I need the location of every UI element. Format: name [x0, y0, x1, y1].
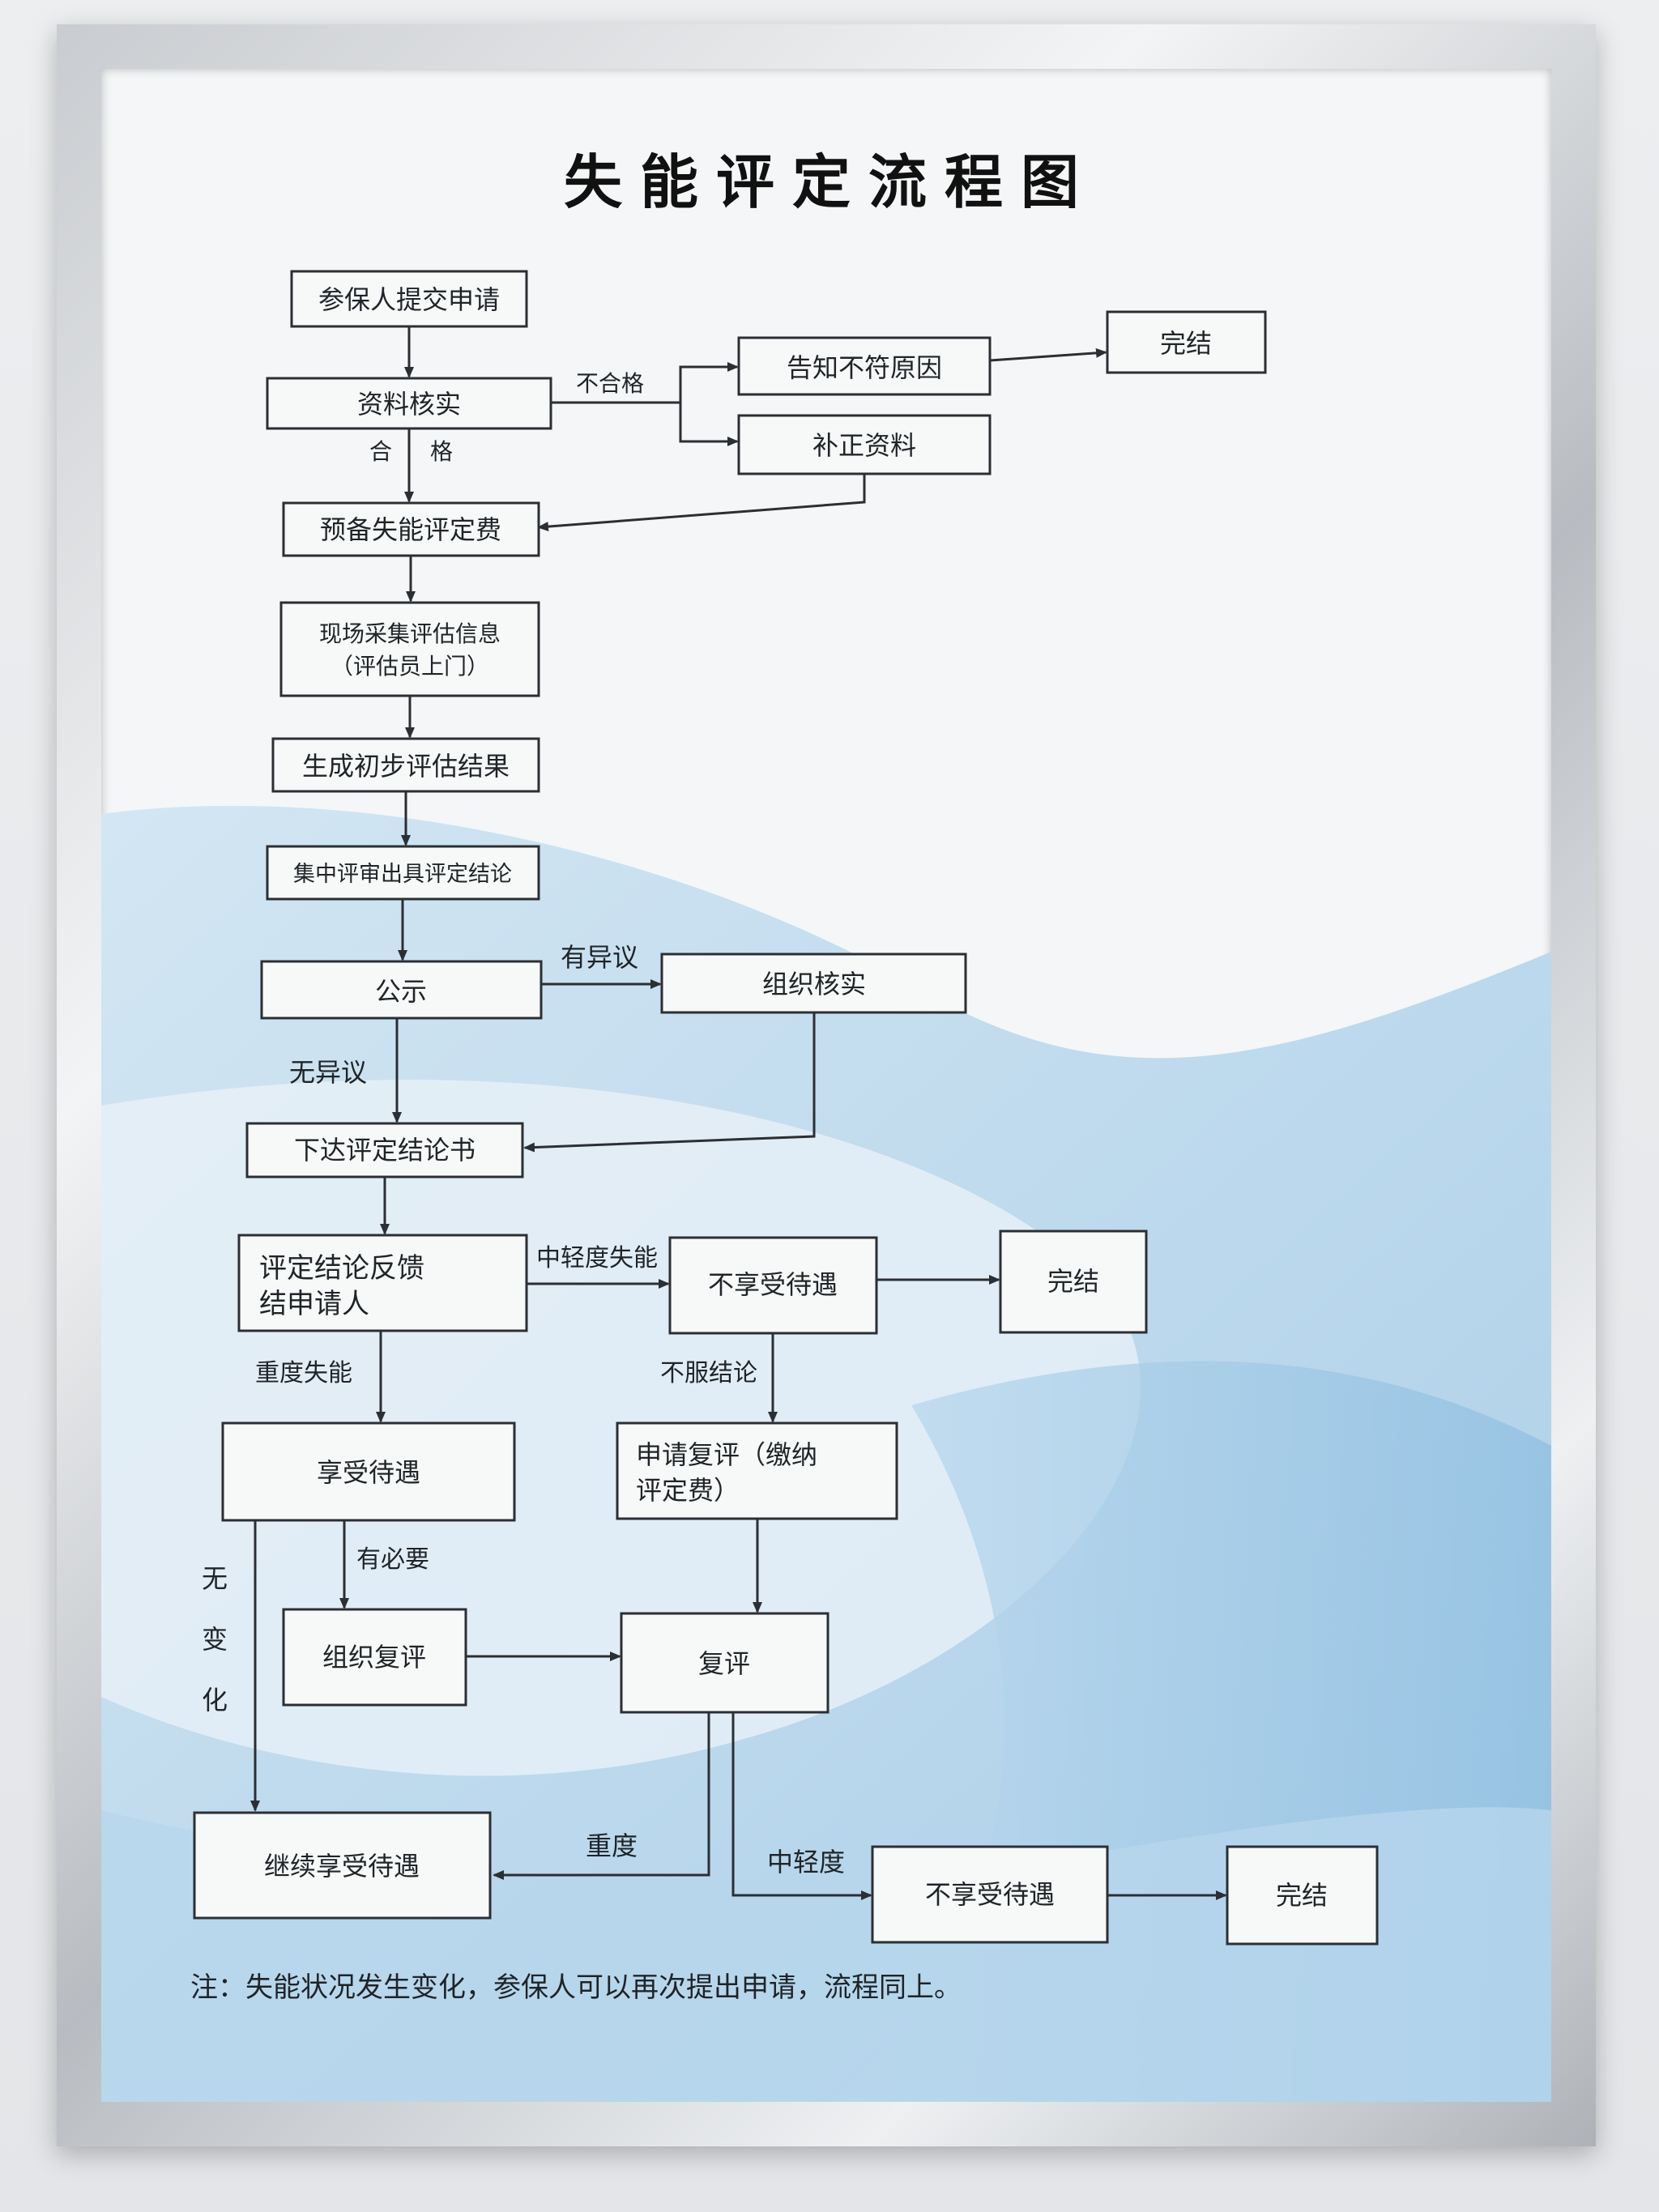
label-objection: 有异议 — [561, 942, 638, 973]
node-notify-reason: 告知不符原因 — [737, 336, 992, 396]
svg-text:复评: 复评 — [698, 1648, 750, 1679]
node-verify: 资料核实 — [266, 377, 552, 430]
svg-text:完结: 完结 — [1276, 1880, 1328, 1911]
footnote: 注：失能状况发生变化，参保人可以再次提出申请，流程同上。 — [190, 1971, 962, 2004]
svg-text:不享受待遇: 不享受待遇 — [925, 1879, 1055, 1910]
page-title: 失能评定流程图 — [564, 148, 1097, 216]
svg-text:补正资料: 补正资料 — [812, 430, 916, 461]
svg-text:组织核实: 组织核实 — [762, 969, 866, 999]
node-submit: 参保人提交申请 — [290, 270, 528, 328]
svg-text:评定费）: 评定费） — [636, 1475, 740, 1506]
node-enjoy: 享受待遇 — [221, 1421, 516, 1522]
node-prepay: 预备失能评定费 — [282, 501, 540, 557]
label-medium-light: 中轻度 — [767, 1847, 845, 1877]
node-end3: 完结 — [1226, 1845, 1379, 1946]
svg-text:组织复评: 组织复评 — [322, 1642, 426, 1673]
svg-text:完结: 完结 — [1047, 1266, 1099, 1297]
node-reeval: 复评 — [620, 1612, 830, 1714]
edge-notify-end1 — [989, 347, 1107, 362]
label-unqualified: 不合格 — [576, 370, 644, 397]
label-mild: 中轻度失能 — [536, 1244, 658, 1272]
node-review: 集中评审出具评定结论 — [266, 845, 540, 901]
svg-text:评定结论反馈: 评定结论反馈 — [259, 1252, 424, 1285]
node-end1: 完结 — [1106, 310, 1267, 374]
node-issue: 下达评定结论书 — [245, 1122, 524, 1178]
node-org-verify: 组织核实 — [660, 953, 967, 1014]
node-prelim: 生成初步评估结果 — [271, 737, 540, 793]
label-no-change-1: 无 — [202, 1563, 228, 1594]
node-appeal: 申请复评（缴纳 评定费） — [616, 1421, 898, 1520]
edge-to-notify — [679, 362, 739, 403]
node-onsite: 现场采集评估信息 （评估员上门） — [279, 601, 540, 697]
edge-to-supplement — [679, 403, 739, 446]
svg-text:结申请人: 结申请人 — [259, 1288, 369, 1320]
node-continue: 继续享受待遇 — [193, 1811, 492, 1920]
node-no-benefit-1: 不享受待遇 — [668, 1236, 878, 1335]
label-qualified-a: 合 — [369, 438, 392, 465]
label-necessary: 有必要 — [356, 1545, 429, 1574]
flowchart: 失能评定流程图 参保人提交申请 资料核实 不合格 告知不符原因 完结 补正资料 — [190, 148, 1379, 2004]
svg-text:完结: 完结 — [1160, 328, 1212, 359]
svg-text:参保人提交申请: 参保人提交申请 — [318, 284, 500, 315]
label-no-objection: 无异议 — [289, 1057, 367, 1088]
svg-text:下达评定结论书: 下达评定结论书 — [294, 1135, 476, 1166]
edge-reeval-continue — [493, 1712, 710, 1880]
label-disagree: 不服结论 — [660, 1359, 757, 1387]
svg-text:资料核实: 资料核实 — [357, 389, 461, 420]
edge-supplement-prepay — [537, 474, 866, 532]
label-severe: 重度失能 — [255, 1359, 352, 1387]
node-no-benefit-2: 不享受待遇 — [871, 1845, 1109, 1944]
edge-orgverify-issue — [523, 1012, 816, 1153]
node-supplement: 补正资料 — [737, 414, 992, 475]
label-qualified-b: 格 — [430, 438, 453, 465]
node-org-reeval: 组织复评 — [282, 1608, 467, 1707]
edge-reeval-nobenefit2 — [731, 1712, 872, 1900]
svg-text:不享受待遇: 不享受待遇 — [708, 1269, 838, 1300]
svg-text:公示: 公示 — [375, 976, 427, 1007]
svg-text:现场采集评估信息: 现场采集评估信息 — [319, 620, 501, 647]
node-end2: 完结 — [999, 1230, 1148, 1334]
poster: 失能评定流程图 参保人提交申请 资料核实 不合格 告知不符原因 完结 补正资料 — [101, 69, 1551, 2102]
svg-text:（评估员上门）: （评估员上门） — [331, 653, 489, 680]
svg-text:申请复评（缴纳: 申请复评（缴纳 — [636, 1439, 817, 1470]
svg-text:继续享受待遇: 继续享受待遇 — [264, 1851, 420, 1882]
svg-text:告知不符原因: 告知不符原因 — [787, 352, 942, 383]
node-publicize: 公示 — [260, 960, 543, 1020]
svg-text:享受待遇: 享受待遇 — [317, 1457, 420, 1488]
svg-text:集中评审出具评定结论: 集中评审出具评定结论 — [293, 862, 512, 887]
label-no-change-3: 化 — [202, 1685, 228, 1715]
label-heavy: 重度 — [586, 1831, 638, 1861]
label-no-change-2: 变 — [202, 1624, 228, 1655]
svg-text:预备失能评定费: 预备失能评定费 — [320, 514, 501, 545]
svg-text:生成初步评估结果: 生成初步评估结果 — [302, 751, 510, 782]
node-feedback: 评定结论反馈 结申请人 — [237, 1234, 528, 1332]
